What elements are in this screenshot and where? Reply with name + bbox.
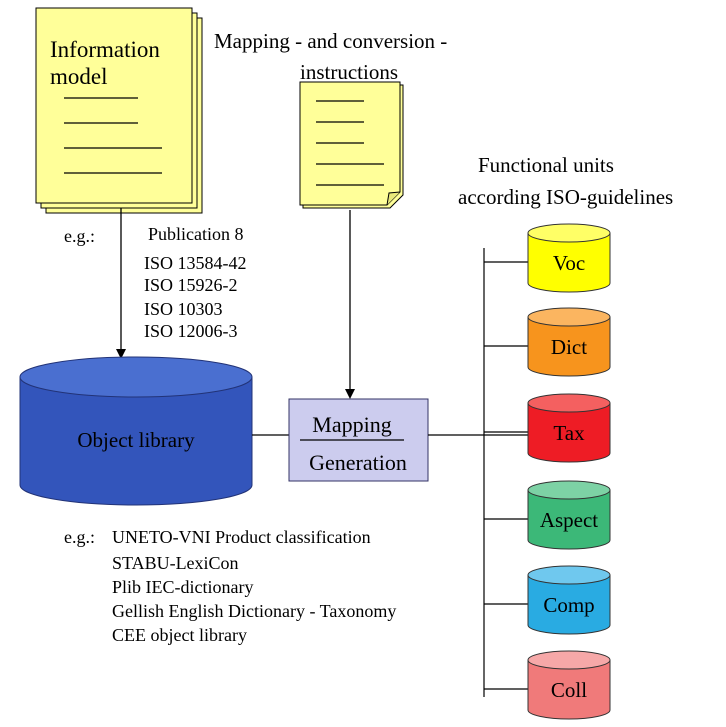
unit-cylinder-body — [527, 317, 611, 377]
unit-cylinder-body — [527, 403, 611, 463]
unit-cylinder-top — [527, 223, 611, 243]
example-top-item: Publication 8 — [148, 224, 244, 244]
unit-cylinder-body — [527, 660, 611, 720]
example-bottom-item: Plib IEC-dictionary — [112, 577, 253, 597]
unit-cylinder-body — [527, 233, 611, 293]
information-model-title-line1: Information — [50, 37, 160, 62]
examples-top-prefix: e.g.: — [64, 226, 95, 246]
information-model-title-line2: model — [50, 64, 108, 89]
example-bottom-item: Gellish English Dictionary - Taxonomy — [112, 601, 396, 621]
mapping-instructions-label-line1: Mapping - and conversion - — [214, 29, 447, 53]
information-model-document: Information model — [35, 7, 203, 214]
example-bottom-item: CEE object library — [112, 625, 247, 645]
unit-label: Voc — [553, 251, 585, 275]
unit-label: Dict — [551, 335, 587, 359]
example-top-item: ISO 12006-3 — [144, 321, 238, 341]
unit-cylinder-top — [527, 307, 611, 327]
mapping-box-line1: Mapping — [312, 412, 391, 437]
unit-cylinder-body — [527, 575, 611, 635]
unit-cylinder-coll: Coll — [484, 650, 611, 720]
example-top-item: ISO 10303 — [144, 299, 223, 319]
unit-cylinder-dict: Dict — [484, 307, 611, 377]
unit-cylinder-aspect: Aspect — [484, 480, 611, 550]
object-library-label: Object library — [77, 428, 195, 452]
unit-cylinder-top — [527, 565, 611, 585]
example-bottom-item: UNETO-VNI Product classification — [112, 527, 371, 547]
unit-cylinder-top — [527, 393, 611, 413]
examples-bottom-list: UNETO-VNI Product classification STABU-L… — [112, 527, 396, 645]
example-bottom-item: STABU-LexiCon — [112, 553, 239, 573]
object-library-cylinder: Object library — [19, 356, 253, 506]
example-top-item: ISO 15926-2 — [144, 275, 238, 295]
unit-label: Coll — [551, 678, 587, 702]
functional-units-label-line1: Functional units — [478, 153, 614, 177]
mapping-instructions-label-line2: instructions — [300, 60, 398, 84]
example-top-item: ISO 13584-42 — [144, 253, 247, 273]
unit-cylinder-voc: Voc — [484, 223, 611, 293]
unit-cylinder-top — [527, 480, 611, 500]
mapping-instructions-document — [299, 81, 404, 209]
unit-cylinder-tax: Tax — [484, 393, 611, 463]
mapping-box-line2: Generation — [309, 450, 407, 475]
unit-cylinder-body — [527, 490, 611, 550]
unit-label: Comp — [543, 593, 594, 617]
examples-top-list: Publication 8 ISO 13584-42 ISO 15926-2 I… — [144, 224, 247, 341]
mapping-generation-box: Mapping Generation — [288, 398, 429, 482]
unit-cylinder-comp: Comp — [484, 565, 611, 635]
unit-label: Tax — [553, 421, 585, 445]
unit-cylinder-top — [527, 650, 611, 670]
functional-units-label-line2: according ISO-guidelines — [458, 185, 673, 209]
examples-bottom-prefix: e.g.: — [64, 527, 95, 547]
unit-label: Aspect — [540, 508, 598, 532]
